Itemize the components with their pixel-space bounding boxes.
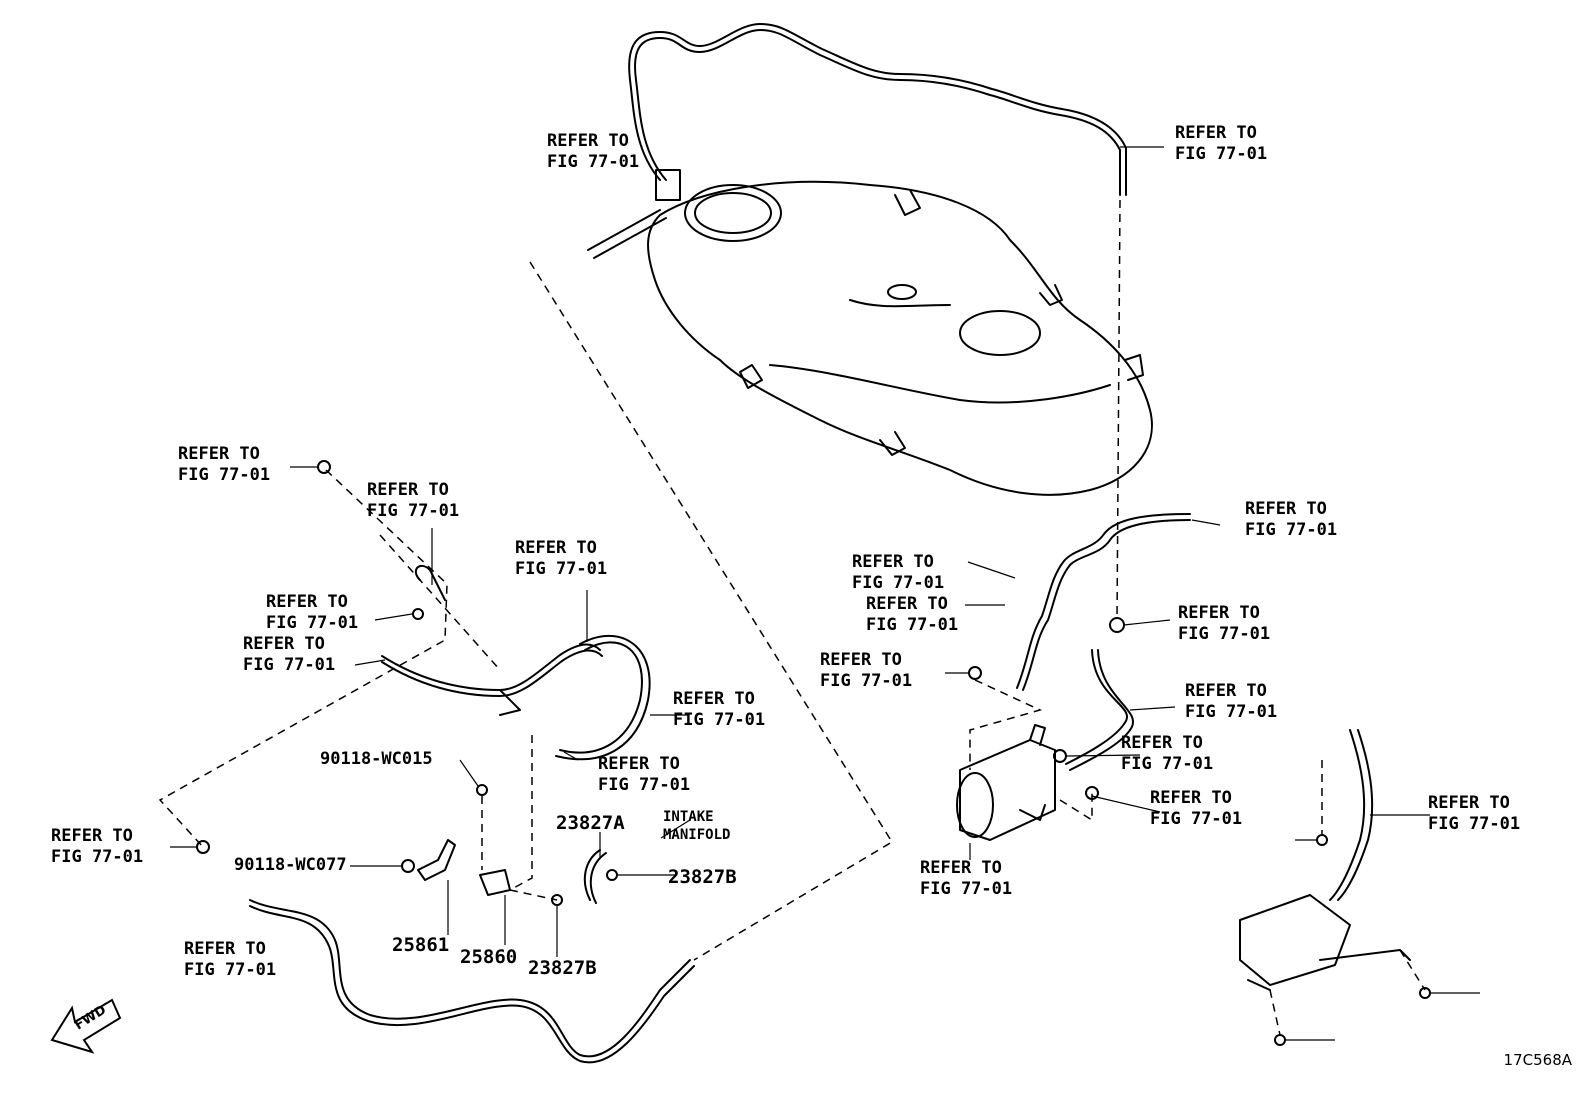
part-number-23827b-upper[interactable]: 23827B bbox=[668, 866, 737, 888]
fwd-label: FWD bbox=[72, 1003, 109, 1034]
vent-pipes-left bbox=[381, 564, 651, 761]
part-number-23827b-lower[interactable]: 23827B bbox=[528, 957, 597, 979]
filler-pipe bbox=[587, 23, 1127, 259]
part-number-90118-wc015[interactable]: 90118-WC015 bbox=[320, 749, 433, 769]
charcoal-canister bbox=[956, 724, 1056, 841]
diagram-id: 17C568A bbox=[1503, 1051, 1572, 1069]
part-number-90118-wc077[interactable]: 90118-WC077 bbox=[234, 855, 347, 875]
part-number-25861[interactable]: 25861 bbox=[392, 934, 450, 956]
part-number-23827a[interactable]: 23827A bbox=[556, 812, 625, 834]
part-number-25860[interactable]: 25860 bbox=[460, 946, 518, 968]
fwd-arrow bbox=[50, 998, 122, 1054]
fuel-tank bbox=[647, 180, 1153, 496]
bracket-right bbox=[1239, 729, 1431, 1046]
pipe-bottom bbox=[249, 899, 695, 1064]
vapor-hose-right bbox=[1016, 513, 1191, 771]
